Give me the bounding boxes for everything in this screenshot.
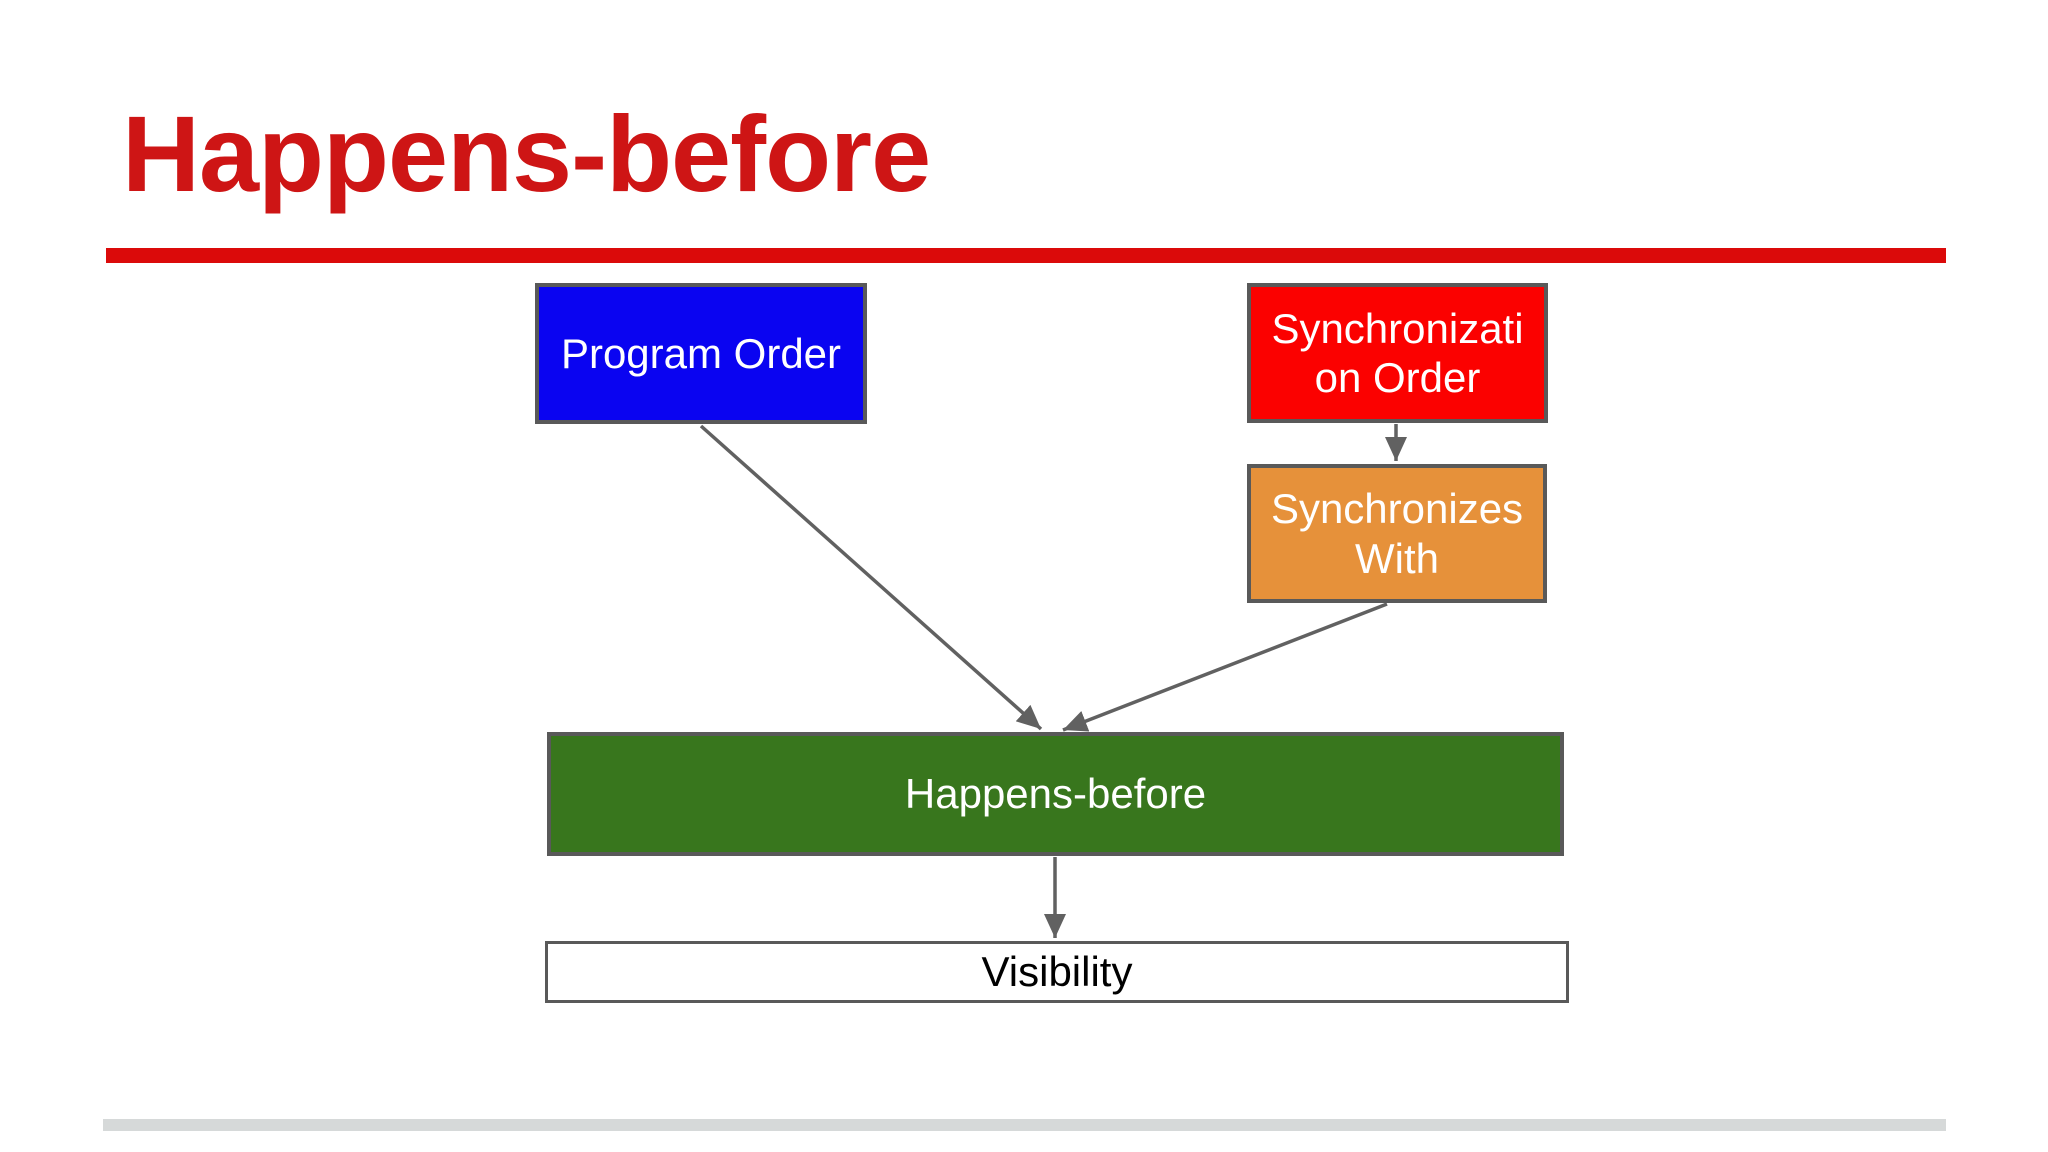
node-happens-before: Happens-before [547, 732, 1564, 856]
node-synchronizes-with-label-line1: Synchronizes [1270, 485, 1524, 533]
node-happens-before-label: Happens-before [904, 770, 1207, 818]
node-program-order-label: Program Order [560, 329, 842, 377]
node-program-order: Program Order [535, 283, 867, 424]
node-visibility: Visibility [545, 941, 1569, 1003]
node-synchronization-order-label-line2: on Order [1314, 354, 1481, 401]
node-synchronizes-with: Synchronizes With [1247, 464, 1547, 603]
node-visibility-label: Visibility [981, 948, 1133, 996]
node-synchronization-order-label-line1: Synchronizati [1271, 304, 1524, 352]
footer-accent-bar [103, 1119, 1946, 1131]
edge-synchronizes-with-to-happens-before [1062, 602, 1388, 732]
node-synchronizes-with-label-line2: With [1355, 534, 1439, 582]
slide-title: Happens-before [122, 93, 931, 214]
node-synchronization-order: Synchronizati on Order [1247, 283, 1548, 423]
edge-program-order-to-happens-before [699, 424, 1043, 731]
title-divider-line [106, 248, 1946, 263]
